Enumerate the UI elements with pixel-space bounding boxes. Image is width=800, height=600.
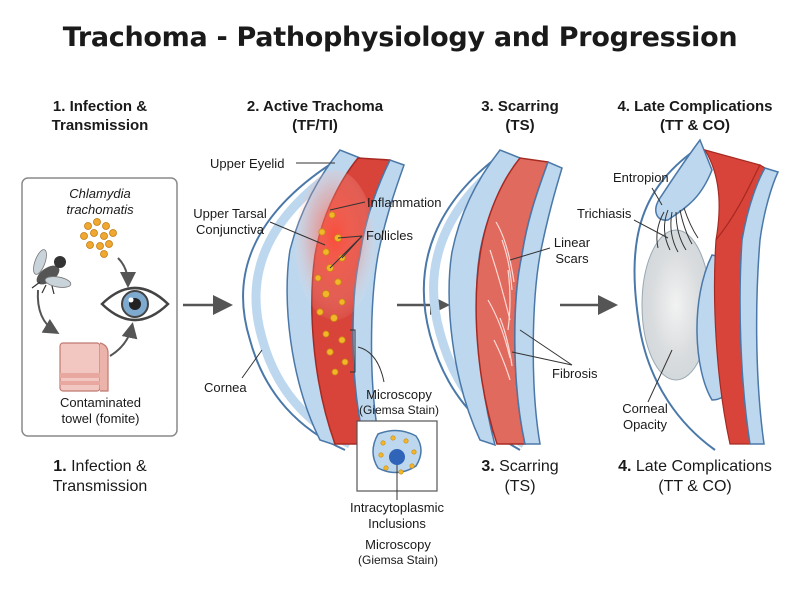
scarring-eyelid-diagram xyxy=(422,149,563,451)
organism-label: Chlamydia trachomatis xyxy=(66,186,134,217)
eye-icon xyxy=(100,286,170,322)
stage-1-footer: 1. Infection & Transmission xyxy=(25,457,175,497)
stage-4-footer: 4. Late Complications (TT & CO) xyxy=(595,457,795,497)
inclusions-label: Intracytoplasmic Inclusions xyxy=(350,500,444,531)
microscopy-label: Microscopy xyxy=(366,387,432,402)
follicles-label: Follicles xyxy=(366,228,413,243)
stage-1-header: 1. Infection & Transmission xyxy=(51,98,149,134)
cornea-label: Cornea xyxy=(204,380,247,395)
inflammation-label: Inflammation xyxy=(367,195,442,210)
giemsa-label-2: (Giemsa Stain) xyxy=(357,553,439,567)
trichiasis-label: Trichiasis xyxy=(577,206,632,221)
stage-3-header: 3. Scarring (TS) xyxy=(481,98,559,134)
corneal-opacity-label: Corneal Opacity xyxy=(622,401,668,432)
stage-3-footer-number: 3. xyxy=(481,458,495,475)
entropion-label: Entropion xyxy=(613,170,669,185)
stage-1-footer-number: 1. xyxy=(53,458,67,475)
stage-1-footer-text: Infection & Transmission xyxy=(52,458,148,495)
upper-eyelid-label: Upper Eyelid xyxy=(210,156,285,171)
towel-icon xyxy=(59,342,109,392)
fomite-label: Contaminated towel (fomite) xyxy=(60,395,141,426)
stage-4-header: 4. Late Complications (TT & CO) xyxy=(617,98,773,134)
stage-3-footer-text: Scarring (TS) xyxy=(499,458,559,495)
linear-scars-label: Linear Scars xyxy=(553,235,591,266)
microscopy-label-2: Microscopy xyxy=(365,537,431,552)
stage-2-header: 2. Active Trachoma (TF/TI) xyxy=(246,98,384,134)
stage-4-footer-text: Late Complications (TT & CO) xyxy=(635,458,772,495)
follicles xyxy=(314,211,349,376)
stage-4-footer-number: 4. xyxy=(618,458,632,475)
chlamydia-dots xyxy=(80,218,117,258)
active-eyelid-diagram xyxy=(242,149,405,451)
fibrosis-label: Fibrosis xyxy=(552,366,598,381)
fly-icon xyxy=(31,249,72,295)
late-eyelid-diagram xyxy=(633,138,780,451)
giemsa-label: (Giemsa Stain) xyxy=(358,403,440,417)
page-title: Trachoma - Pathophysiology and Progressi… xyxy=(62,22,738,53)
upper-tarsal-label: Upper Tarsal Conjunctiva xyxy=(193,206,267,237)
stage-3-footer: 3. Scarring (TS) xyxy=(455,457,585,497)
